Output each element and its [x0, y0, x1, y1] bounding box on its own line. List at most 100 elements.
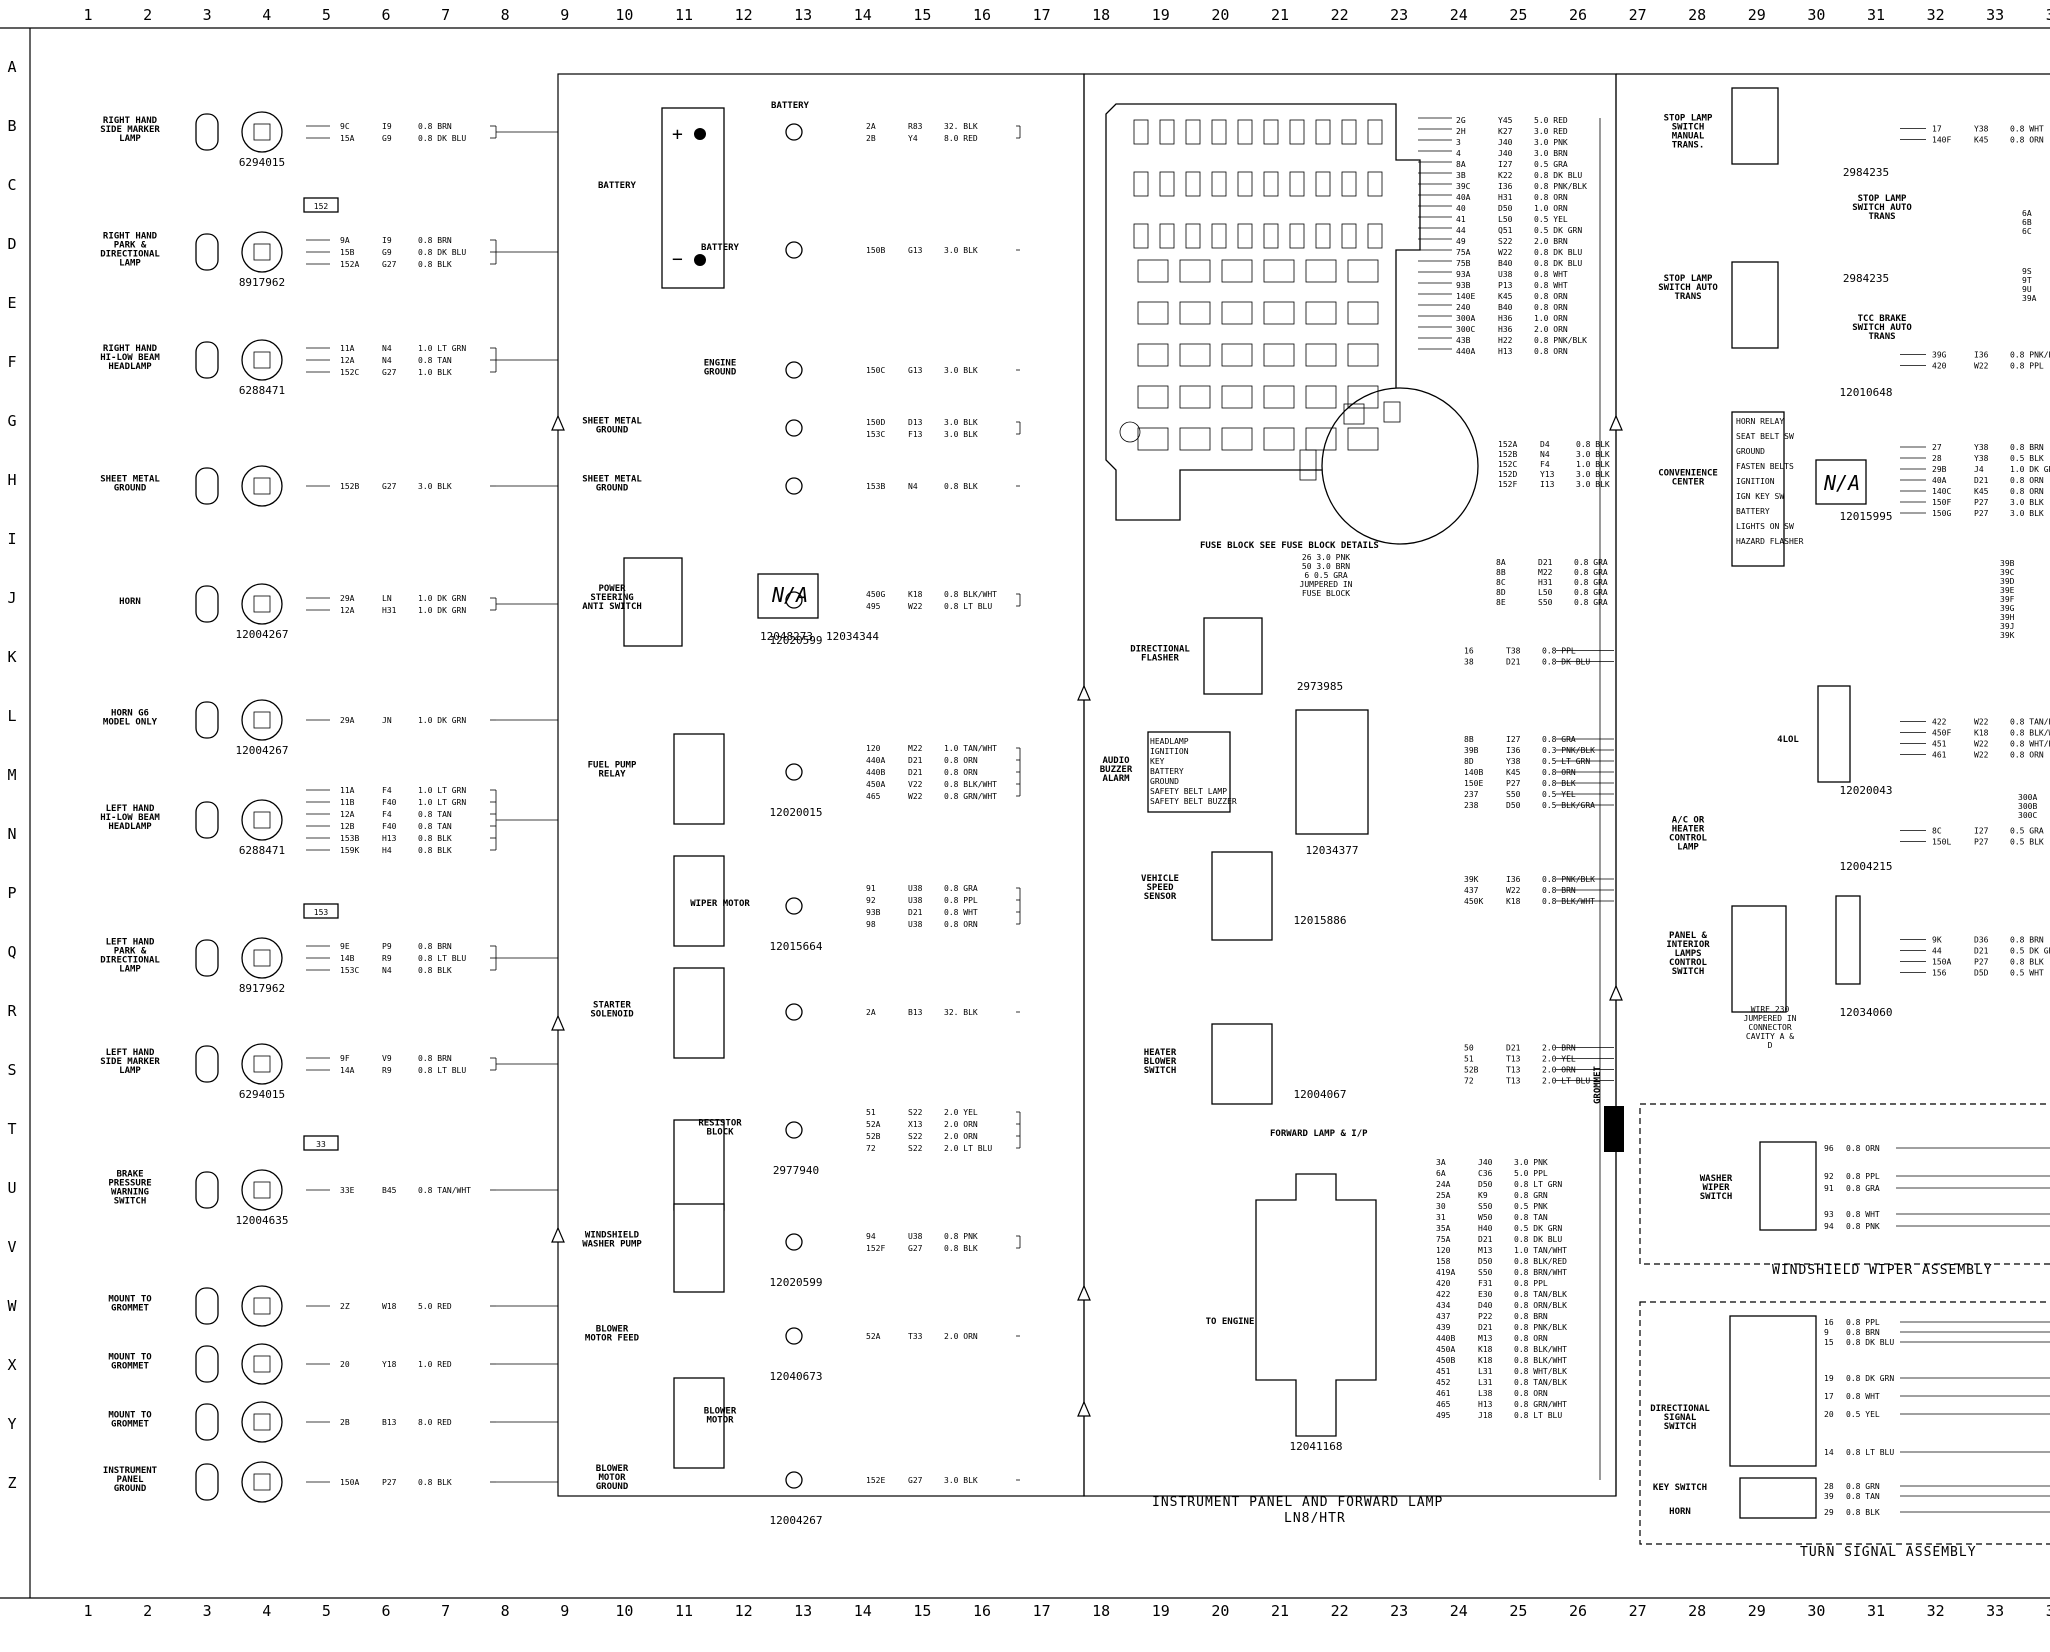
mid-terminal	[785, 591, 803, 609]
left-tag: 153	[314, 908, 329, 917]
right-loose-id: 300B	[2018, 802, 2037, 811]
ruler-bottom-30: 30	[1807, 1602, 1825, 1620]
fuse-slot	[1133, 119, 1149, 145]
left-connector	[241, 1285, 283, 1327]
fuse-slot	[1341, 119, 1357, 145]
left-connector	[241, 1043, 283, 1085]
left-connector-shell	[195, 233, 219, 271]
convenience-label: BATTERY	[1736, 507, 1770, 516]
mid-terminal	[785, 897, 803, 915]
fuse-cell	[1179, 259, 1211, 283]
fuse-cell	[1305, 343, 1337, 367]
ruler-top-11: 11	[675, 6, 693, 24]
fuse-block	[1105, 103, 1479, 545]
ruler-bottom-19: 19	[1152, 1602, 1170, 1620]
audio-input-label: HEADLAMP	[1150, 737, 1189, 746]
left-connector-pin	[253, 243, 271, 261]
ruler-top-27: 27	[1629, 6, 1647, 24]
ruler-top-23: 23	[1390, 6, 1408, 24]
left-part-number: 6294015	[239, 156, 285, 169]
fuse-slot	[1211, 171, 1227, 197]
na-box-right	[1815, 459, 1867, 505]
right-loose-id: 39K	[2000, 631, 2015, 640]
fuse-cell	[1347, 427, 1379, 451]
mid-terminal	[785, 123, 803, 141]
left-part-number: 8917962	[239, 276, 285, 289]
right-part-number: 12004215	[1840, 860, 1893, 873]
ruler-letter-E: E	[7, 294, 16, 312]
bus-arrow	[1077, 1400, 1091, 1417]
fuse-slot	[1237, 171, 1253, 197]
audio-input-label: SAFETY BELT BUZZER	[1150, 797, 1237, 806]
fuse-slot	[1185, 171, 1201, 197]
fuse-cell	[1221, 343, 1253, 367]
right-loose-id: 9U	[2022, 285, 2032, 294]
left-connector-pin	[253, 595, 271, 613]
left-connector-pin	[253, 123, 271, 141]
mid-terminal	[785, 1233, 803, 1251]
turn-signal-assembly-frame	[1639, 1301, 2050, 1545]
fuse-slot	[1289, 171, 1305, 197]
na-part-b: 12034344	[826, 630, 879, 643]
fuse-slot	[1263, 119, 1279, 145]
svg-text:+: +	[672, 124, 683, 145]
ruler-top-18: 18	[1092, 6, 1110, 24]
ruler-bottom-6: 6	[381, 1602, 390, 1620]
left-connector-pin	[253, 1297, 271, 1315]
right-part-number: 12010648	[1840, 386, 1893, 399]
audio-input-label: SAFETY BELT LAMP	[1150, 787, 1227, 796]
right-part-number: 12015995	[1840, 510, 1893, 523]
fuse-cell	[1221, 385, 1253, 409]
fuse-cell	[1179, 301, 1211, 325]
fuse-cell	[1347, 343, 1379, 367]
ruler-bottom-28: 28	[1688, 1602, 1706, 1620]
audio-input-label: GROUND	[1150, 777, 1179, 786]
na-text-right: N/A	[1823, 471, 1860, 495]
mid-terminal	[785, 1121, 803, 1139]
left-connector-shell	[195, 1463, 219, 1501]
fuse-slot	[1133, 171, 1149, 197]
ruler-bottom-20: 20	[1211, 1602, 1229, 1620]
fuse-cell	[1347, 301, 1379, 325]
fuse-cell	[1305, 259, 1337, 283]
fuse-slot	[1315, 119, 1331, 145]
